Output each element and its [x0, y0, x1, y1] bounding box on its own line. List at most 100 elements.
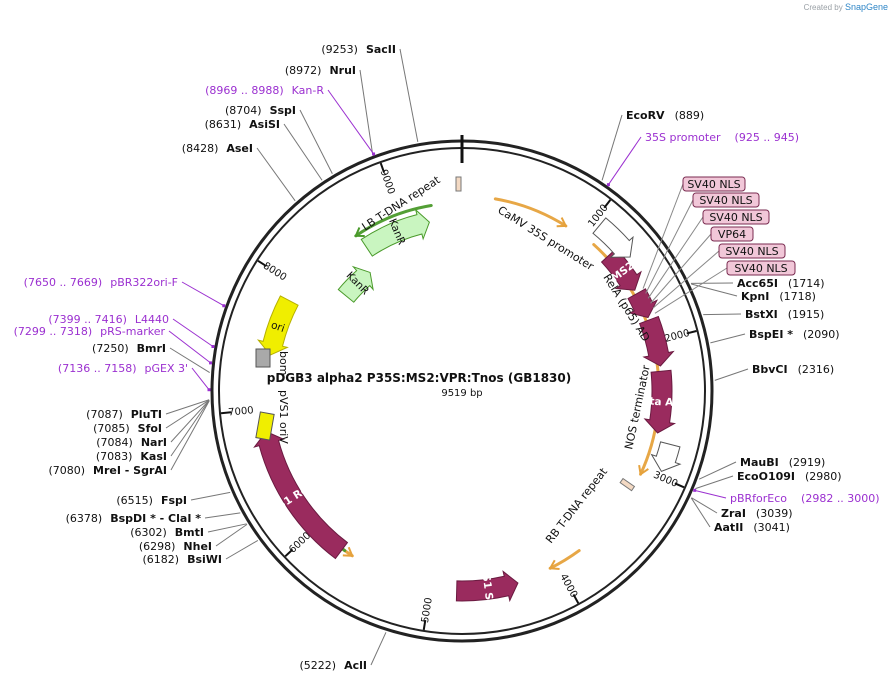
- feature-site-mark: [207, 388, 211, 392]
- feature-site-label: (7650 .. 7669) pBR322ori-F: [24, 276, 178, 289]
- leader-line: [170, 400, 210, 471]
- annotation-box-label: VP64: [718, 228, 746, 241]
- backbone-layer: [210, 135, 714, 643]
- feature-site-label: (7399 .. 7416)L4440: [48, 313, 169, 326]
- leader-lines-layer: [165, 48, 749, 666]
- lb-repeat-box: [455, 176, 462, 192]
- enzyme-name: PluTI: [131, 408, 162, 421]
- orange-feature-arc-head: [548, 559, 560, 571]
- site-position: (2980): [805, 470, 842, 483]
- feature-name: pBRforEco: [730, 492, 787, 505]
- annotation-box: [710, 226, 754, 242]
- feature-arrow: [650, 441, 682, 472]
- restriction-site-label: (6302)BmtI: [130, 526, 204, 539]
- enzyme-name: KasI: [140, 450, 167, 463]
- credit-prefix: Created by: [803, 3, 843, 12]
- site-position: (6378): [66, 512, 103, 525]
- annotation-box: [718, 243, 786, 259]
- tick-label: 5000: [420, 597, 435, 624]
- restriction-site-label: (8704) SspI: [225, 104, 296, 117]
- feature-arrow-label: Rta AD: [641, 395, 683, 409]
- enzyme-name: ZraI: [721, 507, 746, 520]
- rb-tdna-label: RB T-DNA repeat: [543, 465, 610, 546]
- tick-label: 3000: [652, 470, 680, 490]
- restriction-site-label: (6378) BspDI * - ClaI *: [66, 512, 202, 525]
- annotation-box: [702, 209, 770, 225]
- feature-range: (7650 .. 7669): [24, 276, 103, 289]
- leader-line: [370, 632, 387, 666]
- site-position: (1714): [788, 277, 825, 290]
- tick-label: 7000: [228, 405, 254, 418]
- feature-range: (925 .. 945): [735, 131, 800, 144]
- green-feature-arc-head: [354, 227, 365, 237]
- snapgene-brand: SnapGene: [844, 2, 888, 12]
- tick-mark: [422, 619, 427, 631]
- annotation-box-label: SV40 NLS: [725, 245, 778, 258]
- site-position: (1718): [779, 290, 816, 303]
- leader-line: [703, 313, 742, 316]
- orange-feature-arc: [548, 549, 581, 570]
- enzyme-name: EcoO109I: [737, 470, 795, 483]
- feature-site-mark: [693, 488, 697, 492]
- restriction-site-label: BspEI *(2090): [749, 328, 840, 341]
- feature-arrow-label: ori: [269, 319, 286, 335]
- enzyme-name: NruI: [329, 64, 356, 77]
- feature-site-label: pBRforEco (2982 .. 3000): [730, 492, 880, 505]
- pvs1-oriv-box: [255, 411, 275, 441]
- feature-range: (7299 .. 7318): [14, 325, 93, 338]
- feature-site-mark: [222, 304, 226, 308]
- restriction-site-label: (9253)SacII: [321, 43, 396, 56]
- restriction-site-label: (7085)SfoI: [93, 422, 162, 435]
- feature-arrow: [643, 369, 677, 434]
- leader-line: [691, 497, 718, 514]
- site-position: (8704): [225, 104, 262, 117]
- box-leader-line: [652, 250, 720, 309]
- credit-watermark: Created by SnapGene: [804, 2, 888, 12]
- orange-feature-arc-head: [342, 546, 354, 557]
- site-position: (8631): [205, 118, 242, 131]
- tick-label: 9000: [378, 168, 397, 196]
- enzyme-name: SspI: [270, 104, 296, 117]
- leader-line: [170, 400, 210, 457]
- restriction-site-label: BstXI(1915): [745, 308, 824, 321]
- feature-arrow: [337, 265, 374, 303]
- box-leader-line: [647, 216, 704, 299]
- restriction-site-label: BbvCI(2316): [752, 363, 834, 376]
- leader-line: [207, 523, 247, 533]
- enzyme-name: NarI: [141, 436, 167, 449]
- orange-feature-arc-head: [638, 464, 649, 476]
- leader-line: [359, 69, 374, 155]
- leader-line: [690, 497, 711, 528]
- leader-line: [256, 147, 296, 202]
- site-position: (8428): [182, 142, 219, 155]
- feature-arrow: [627, 288, 659, 319]
- site-position: (7085): [93, 422, 130, 435]
- feature-name: pBR322ori-F: [110, 276, 178, 289]
- restriction-site-label: (7080)MreI - SgrAI: [48, 464, 167, 477]
- site-position: (7080): [48, 464, 85, 477]
- bom-box: [255, 348, 271, 368]
- tick-mark: [603, 199, 612, 209]
- tick-label: 4000: [557, 572, 579, 600]
- enzyme-name: BstXI: [745, 308, 778, 321]
- site-labels-layer: EcoRV(889)Acc65I(1714)KpnI(1718)BstXI(19…: [14, 43, 880, 672]
- feature-site-mark: [209, 361, 213, 365]
- site-position: (2919): [789, 456, 826, 469]
- feature-arrow: [360, 208, 430, 257]
- site-position: (7087): [86, 408, 123, 421]
- feature-name: L4440: [135, 313, 169, 326]
- annotation-box: [682, 176, 746, 192]
- enzyme-name: BspDI * - ClaI *: [110, 512, 201, 525]
- leader-line: [225, 539, 259, 560]
- rb-repeat-box: [619, 477, 636, 492]
- feature-range: (2982 .. 3000): [801, 492, 880, 505]
- leader-line: [710, 333, 746, 344]
- feature-arrow: [638, 315, 675, 367]
- site-position: (7250): [92, 342, 129, 355]
- restriction-site-label: (6515)FspI: [116, 494, 187, 507]
- site-position: (7084): [96, 436, 133, 449]
- site-position: (3039): [756, 507, 793, 520]
- feature-site-mark: [372, 152, 376, 156]
